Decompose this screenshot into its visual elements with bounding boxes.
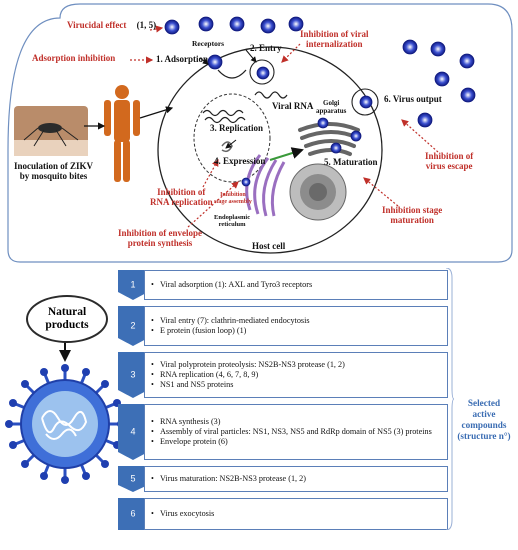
step-number: 5 bbox=[130, 473, 136, 484]
label-golgi: Golgi apparatus bbox=[316, 99, 347, 115]
label-inhibition-rna: Inhibition of RNA replication bbox=[150, 187, 213, 207]
label-viral-rna: Viral RNA bbox=[272, 101, 314, 111]
step-chevron: 6 bbox=[118, 498, 148, 530]
step-chevron: 3 bbox=[118, 352, 148, 398]
step-box: •Virus exocytosis bbox=[144, 498, 448, 530]
step-line: Assembly of viral particles: NS1, NS3, N… bbox=[160, 427, 432, 436]
host-cell bbox=[157, 46, 383, 254]
label-expression: 4. Expression bbox=[214, 156, 266, 166]
step-line: Virus maturation: NS2B-NS3 protease (1, … bbox=[160, 474, 306, 483]
virucidal-text: Virucidal effect bbox=[67, 20, 127, 30]
natural-products-text: Natural products bbox=[45, 305, 89, 331]
label-inhibition-internalization: Inhibition of viral internalization bbox=[300, 29, 369, 49]
step-2: 2 •Viral entry (7): clathrin-mediated en… bbox=[118, 306, 448, 346]
step-number: 4 bbox=[130, 426, 136, 437]
step-number: 1 bbox=[130, 279, 136, 290]
step-box: •Viral polyprotein proteolysis: NS2B-NS3… bbox=[144, 352, 448, 398]
step-6: 6 •Virus exocytosis bbox=[118, 498, 448, 530]
step-4: 4 •RNA synthesis (3) •Assembly of viral … bbox=[118, 404, 448, 460]
step-number: 6 bbox=[130, 508, 136, 519]
zika-virus-icon bbox=[5, 364, 125, 484]
step-chevron: 1 bbox=[118, 270, 148, 300]
label-replication: 3. Replication bbox=[210, 123, 263, 133]
step-line: Envelope protein (6) bbox=[160, 437, 228, 446]
label-inhibition-envelope: Inhibition of envelope protein synthesis bbox=[118, 228, 203, 248]
step-line: RNA replication (4, 6, 7, 8, 9) bbox=[160, 370, 259, 379]
step-line: E protein (fusion loop) (1) bbox=[160, 326, 247, 335]
label-inhibition-maturation: Inhibition stage maturation bbox=[382, 205, 443, 225]
step-line: NS1 and NS5 proteins bbox=[160, 380, 234, 389]
outer-frame bbox=[7, 3, 513, 263]
step-box: •Virus maturation: NS2B-NS3 protease (1,… bbox=[144, 466, 448, 492]
label-adsorption-inhibition: Adsorption inhibition bbox=[32, 53, 116, 63]
step-5: 5 •Virus maturation: NS2B-NS3 protease (… bbox=[118, 466, 448, 492]
label-maturation: 5. Maturation bbox=[324, 157, 378, 167]
label-entry: 2. Entry bbox=[250, 43, 282, 53]
step-line: RNA synthesis (3) bbox=[160, 417, 221, 426]
golgi-icon bbox=[298, 122, 360, 156]
step-line: Virus exocytosis bbox=[160, 509, 215, 518]
step-box: •Viral entry (7): clathrin-mediated endo… bbox=[144, 306, 448, 346]
replication-zone bbox=[193, 93, 271, 183]
step-box: •RNA synthesis (3) •Assembly of viral pa… bbox=[144, 404, 448, 460]
mosquito-image bbox=[14, 106, 88, 156]
label-inhibition-escape: Inhibition of virus escape bbox=[425, 151, 474, 171]
step-1: 1 •Viral adsorption (1): AXL and Tyro3 r… bbox=[118, 270, 448, 300]
label-receptors: Receptors bbox=[192, 39, 225, 48]
step-chevron: 4 bbox=[118, 404, 148, 460]
step-box: •Viral adsorption (1): AXL and Tyro3 rec… bbox=[144, 270, 448, 300]
label-adsorption: 1. Adsorption bbox=[156, 54, 209, 64]
label-virucidal: Virucidal effect (1, 5) bbox=[67, 20, 157, 31]
step-line: Viral adsorption (1): AXL and Tyro3 rece… bbox=[160, 280, 313, 289]
label-host-cell: Host cell bbox=[252, 241, 286, 251]
step-line: Viral entry (7): clathrin-mediated endoc… bbox=[160, 316, 310, 325]
label-inhibition-stage-assembly: Inhibition stage assembly bbox=[214, 192, 252, 205]
selected-compounds-label: Selected active compounds (structure n°) bbox=[457, 398, 511, 442]
virucidal-ref: (1, 5) bbox=[136, 20, 157, 30]
entry-vesicle bbox=[249, 59, 275, 85]
er-icon bbox=[245, 154, 286, 217]
human-figure bbox=[104, 85, 140, 182]
right-brace bbox=[446, 268, 454, 530]
step-number: 3 bbox=[130, 369, 136, 380]
label-virus-output: 6. Virus output bbox=[384, 94, 442, 104]
step-chevron: 2 bbox=[118, 306, 148, 346]
label-er: Endoplasmic reticulum bbox=[214, 214, 251, 229]
step-line: Viral polyprotein proteolysis: NS2B-NS3 … bbox=[160, 360, 345, 369]
label-inoculation: Inoculation of ZIKV by mosquito bites bbox=[14, 161, 94, 181]
step-number: 2 bbox=[130, 320, 136, 331]
viral-rna-icon bbox=[254, 91, 288, 99]
exit-vesicle bbox=[351, 88, 379, 116]
step-3: 3 •Viral polyprotein proteolysis: NS2B-N… bbox=[118, 352, 448, 398]
virus-particles bbox=[164, 16, 476, 187]
natural-products-oval: Natural products bbox=[26, 295, 108, 343]
step-chevron: 5 bbox=[118, 466, 148, 492]
